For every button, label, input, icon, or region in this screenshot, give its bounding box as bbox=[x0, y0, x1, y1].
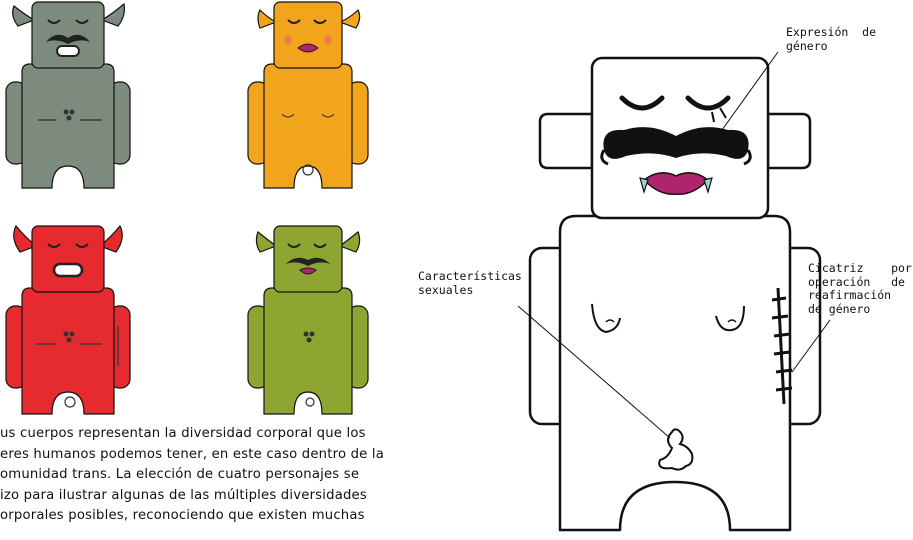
leader-gender-expression bbox=[721, 51, 779, 131]
large-character-face bbox=[600, 95, 752, 195]
paragraph-line: orporales posibles, reconociendo que exi… bbox=[0, 508, 365, 523]
large-character bbox=[528, 56, 822, 532]
leader-scar bbox=[791, 319, 831, 373]
leader-lines bbox=[517, 51, 831, 439]
paragraph-line: omunidad trans. La elección de cuatro pe… bbox=[0, 467, 360, 482]
label-gender-expression: Expresión de género bbox=[786, 25, 886, 53]
label-line: operación de bbox=[808, 274, 905, 289]
character-green bbox=[247, 225, 369, 415]
character-red bbox=[5, 224, 131, 415]
character-gray bbox=[5, 1, 131, 189]
character-orange bbox=[247, 1, 369, 189]
label-sexual-characteristics: Características sexuales bbox=[418, 269, 538, 297]
label-line: reafirmación bbox=[808, 288, 892, 302]
paragraph-line: izo para ilustrar algunas de las múltipl… bbox=[0, 487, 367, 503]
label-line: Cicatriz por bbox=[808, 261, 912, 275]
leader-sexual-characteristics bbox=[517, 305, 671, 439]
label-scar: Cicatriz por operación de reafirmación d… bbox=[808, 261, 912, 316]
right-ear bbox=[766, 112, 812, 170]
label-line: género bbox=[786, 38, 828, 53]
body bbox=[558, 214, 792, 532]
paragraph-line: eres humanos podemos tener, en este caso… bbox=[0, 446, 385, 462]
label-line: sexuales bbox=[418, 282, 474, 297]
description-paragraph: us cuerpos representan la diversidad cor… bbox=[0, 424, 462, 536]
large-character-body-details bbox=[591, 287, 793, 471]
left-ear bbox=[538, 112, 594, 170]
label-line: Expresión de bbox=[786, 25, 877, 39]
label-line: Características bbox=[418, 269, 522, 283]
paragraph-line: us cuerpos representan la diversidad cor… bbox=[0, 426, 366, 441]
label-line: de género bbox=[808, 301, 871, 316]
